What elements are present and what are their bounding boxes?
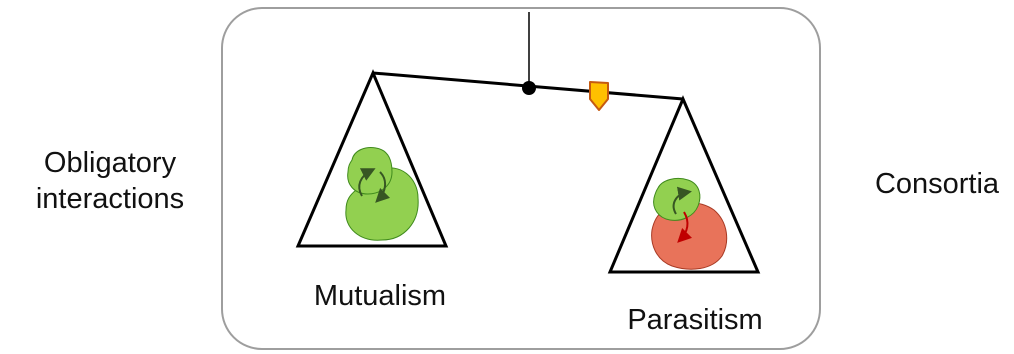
frame — [221, 7, 821, 350]
mutualism-arrow-down — [375, 171, 391, 203]
parasitism-arrow-red — [677, 211, 693, 243]
obligatory-interactions-label: Obligatory interactions — [10, 145, 210, 217]
left-label-line2: interactions — [35, 183, 185, 215]
left-pan — [295, 69, 449, 248]
right-pan — [607, 95, 761, 274]
left-label-line1: Obligatory — [43, 147, 177, 179]
parasitism-label: Parasitism — [627, 304, 763, 336]
pentagon-marker-icon — [589, 81, 609, 111]
pivot-dot-icon — [522, 81, 536, 95]
consortia-label: Consortia — [874, 168, 1000, 200]
mutualism-arrow-up — [358, 168, 376, 197]
mutualism-label: Mutualism — [313, 280, 447, 312]
parasitism-arrow-green — [672, 186, 692, 215]
